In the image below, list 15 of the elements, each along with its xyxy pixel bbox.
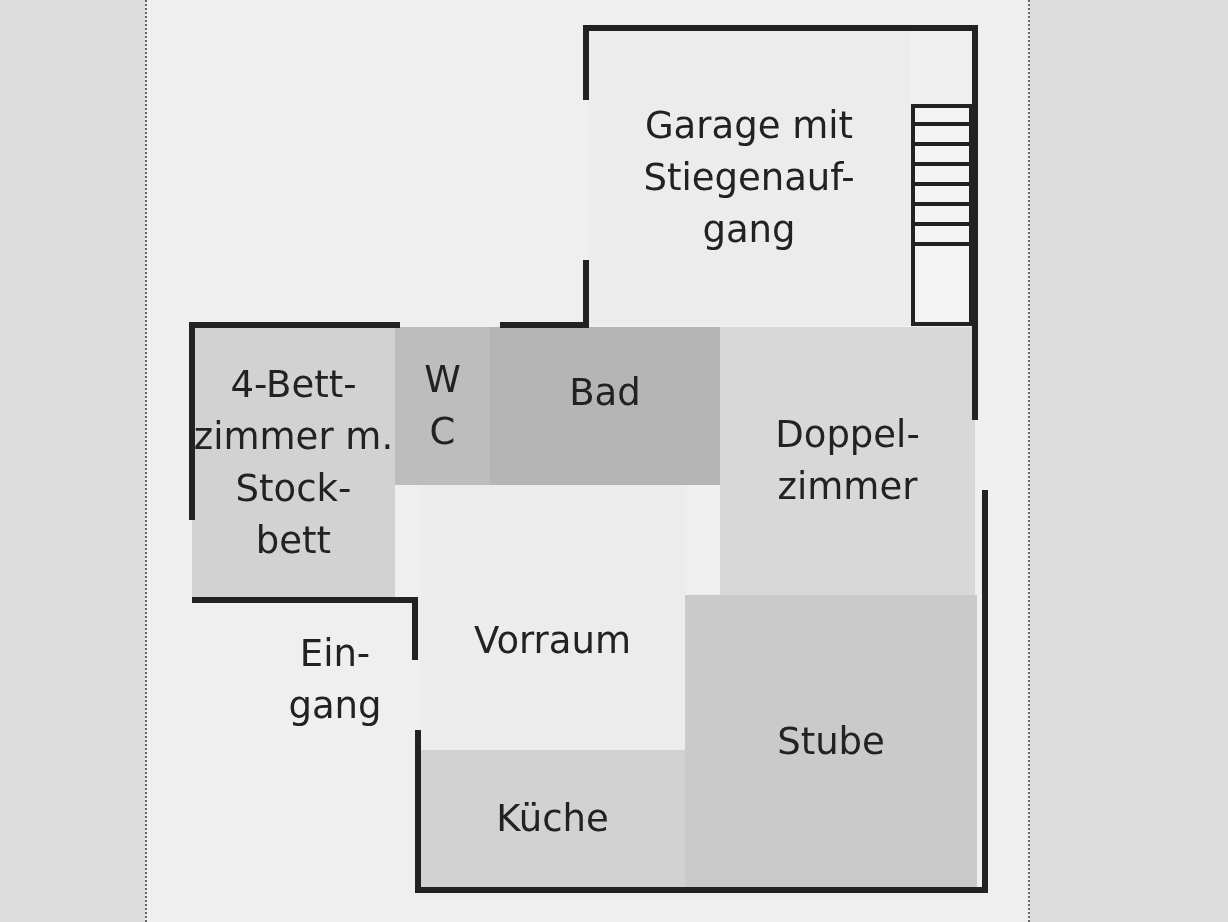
room-area <box>192 327 395 599</box>
room-name: Vorraum <box>473 618 632 664</box>
entrance-label: Ein- gang <box>287 631 383 729</box>
room-name: Garage mit Stiegenauf- gang <box>642 102 856 253</box>
room-area <box>685 595 977 888</box>
room-area <box>490 327 720 485</box>
room-area <box>395 327 490 485</box>
room-area <box>720 327 975 595</box>
room-name: Küche <box>495 796 610 842</box>
room-name: Stube <box>776 718 886 765</box>
room-name: W C <box>423 357 462 455</box>
room-name: Bad <box>568 370 642 416</box>
room-name: 4-Bett- zimmer m. Stock- bett <box>193 362 394 564</box>
room-area <box>420 750 685 888</box>
room-name: Doppel- zimmer <box>774 412 921 510</box>
